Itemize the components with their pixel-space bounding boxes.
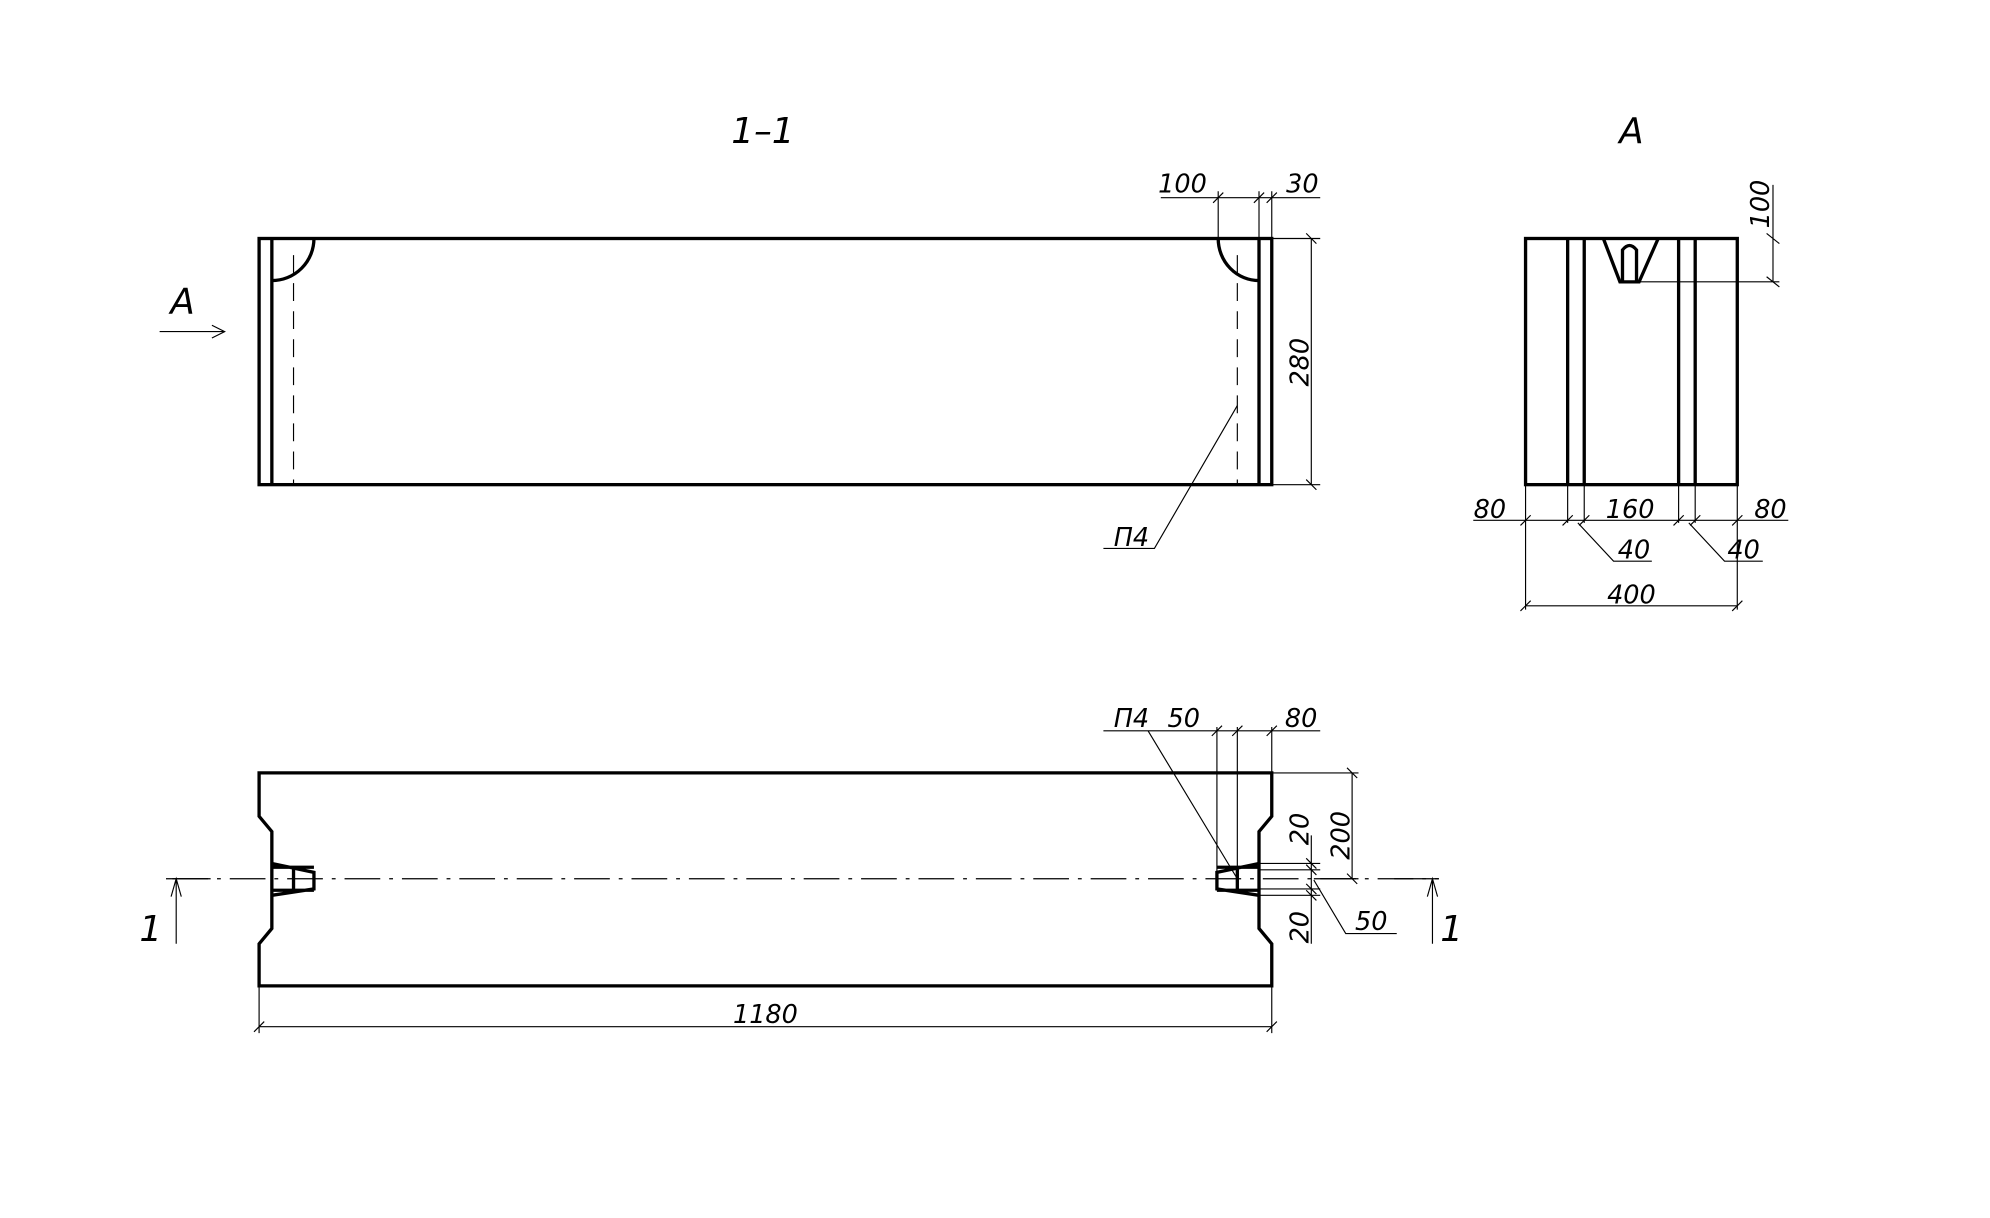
section-1-1-view: 1–1 A 100 30 280 П4 — [159, 111, 1321, 553]
section-mark-left: 1 — [139, 909, 162, 950]
pocket-right — [1215, 861, 1260, 897]
section-mark-right: 1 — [1440, 909, 1463, 950]
view-a-title: A — [1617, 111, 1643, 152]
end-face-outline — [1523, 236, 1739, 487]
dim-30: 30 — [1286, 170, 1318, 200]
dim-40-left: 40 — [1618, 536, 1650, 566]
dim-ticks-top — [1212, 192, 1278, 204]
dim-50-pocket: 50 — [1355, 907, 1387, 937]
dim-280: 280 — [1286, 338, 1316, 387]
dim-80-right: 80 — [1754, 495, 1786, 525]
dim-lines-1180 — [253, 985, 1278, 1034]
leader-50 — [1313, 879, 1397, 935]
dim-lines-top-plan — [1103, 726, 1321, 880]
pocket-left — [271, 861, 316, 897]
dim-leaders-40 — [1577, 522, 1763, 562]
dim-20-upper: 20 — [1286, 813, 1316, 845]
view-arrow-label: A — [168, 282, 194, 323]
dim-100-slot: 100 — [1746, 180, 1776, 229]
view-arrow-icon — [159, 324, 226, 339]
block-plan-outline — [257, 771, 1274, 988]
leader-label-p4-plan: П4 — [1114, 704, 1149, 734]
dim-ticks-bottom — [1520, 514, 1743, 612]
section-title: 1–1 — [731, 111, 794, 152]
plan-view: 1 1 П4 50 80 200 20 20 50 1180 — [139, 704, 1463, 1034]
block-outline — [257, 236, 1274, 487]
leader-line — [1103, 405, 1238, 549]
dim-80-left: 80 — [1474, 495, 1506, 525]
section-arrow-left-icon — [165, 876, 211, 944]
dim-lines-bottom — [1473, 484, 1789, 610]
dim-20-lower: 20 — [1286, 911, 1316, 943]
dim-80-top: 80 — [1285, 704, 1317, 734]
dim-ticks-top-plan — [1211, 725, 1278, 737]
groove-lines — [1565, 238, 1697, 485]
lifting-loop — [1620, 243, 1639, 282]
dim-lines-top — [1160, 191, 1321, 239]
dim-160: 160 — [1606, 495, 1655, 525]
lifting-slot-arc-right — [1216, 238, 1260, 283]
dim-400: 400 — [1607, 580, 1656, 610]
lifting-slot — [1601, 237, 1660, 284]
dim-200: 200 — [1327, 811, 1357, 860]
dim-lines-20 — [1259, 835, 1321, 944]
dim-lines-height — [1271, 232, 1321, 491]
leader-label-p4: П4 — [1114, 523, 1149, 553]
dim-1180: 1180 — [733, 1000, 798, 1030]
section-arrow-right-icon — [1394, 876, 1439, 944]
lifting-slot-arc-left — [271, 238, 316, 283]
dim-50-top: 50 — [1168, 704, 1200, 734]
dim-lines-slot — [1639, 184, 1780, 288]
dim-lines-200 — [1271, 767, 1359, 885]
view-a: A 100 80 160 80 40 40 400 — [1473, 111, 1789, 612]
dim-40-right: 40 — [1727, 536, 1759, 566]
dim-100: 100 — [1158, 170, 1207, 200]
